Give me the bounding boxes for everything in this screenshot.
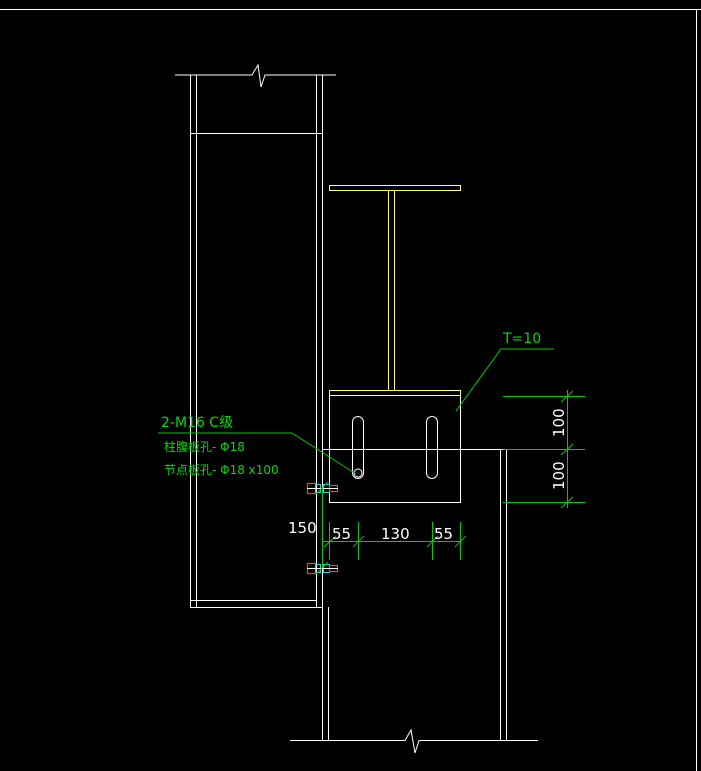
node-plate: [329, 395, 461, 503]
node-hole-note: 节点板孔- Φ18 x100: [164, 463, 279, 477]
bolt-spec-label: 2-M16 C级: [161, 415, 233, 431]
dimension-lines: [158, 348, 585, 575]
i-beam-section: [329, 185, 461, 396]
upper-column: [175, 63, 336, 740]
dim-edge-right: 55: [434, 525, 453, 543]
dim-hole-spacing: 130: [381, 525, 410, 543]
plate-thickness-label: T=10: [502, 331, 541, 347]
dim-slot-lower: 100: [550, 461, 568, 490]
viewport-frame: [0, 9, 701, 771]
dim-slot-upper: 100: [550, 408, 568, 437]
column-hole-note: 柱腹板孔- Φ18: [164, 439, 245, 454]
dim-edge-left: 55: [332, 525, 351, 543]
lower-column: [290, 449, 538, 754]
dim-bolt-spacing: 150: [288, 519, 317, 537]
